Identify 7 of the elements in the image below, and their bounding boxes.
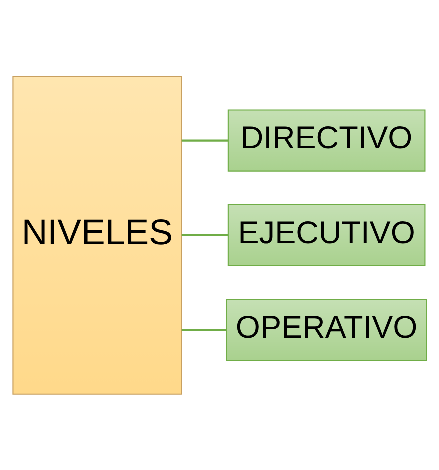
connector (181, 328, 226, 331)
node-box: EJECUTIVO (227, 204, 426, 266)
connector (181, 234, 228, 236)
connector (181, 139, 228, 142)
node-box: DIRECTIVO (227, 109, 426, 172)
node-box: NIVELES (12, 76, 182, 394)
node-box: OPERATIVO (226, 298, 427, 361)
